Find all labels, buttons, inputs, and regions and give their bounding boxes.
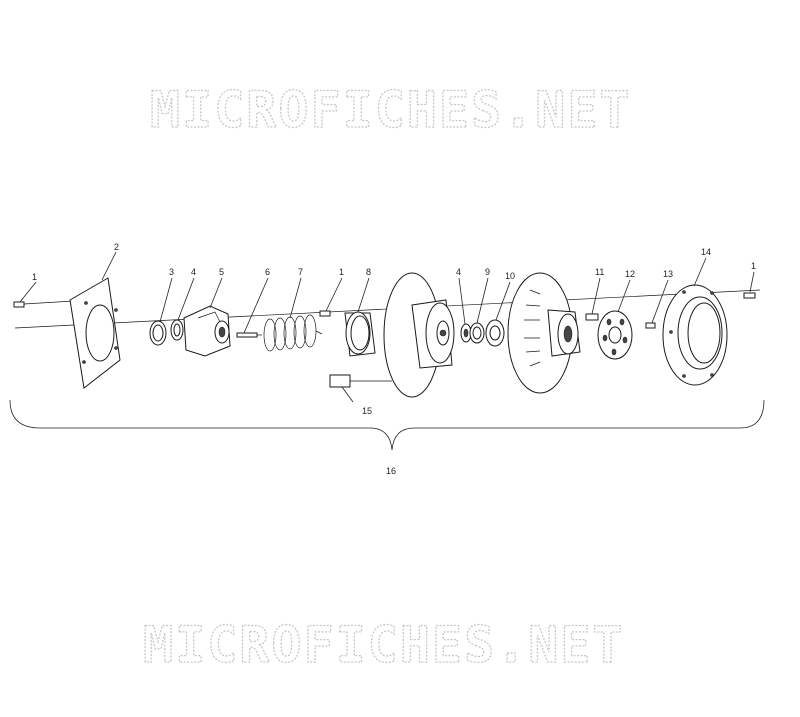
leader-12 [617, 279, 631, 313]
leader-4b [458, 277, 466, 325]
retaining-ring [149, 320, 167, 346]
leader-7 [289, 277, 302, 319]
washer-left [170, 319, 184, 341]
callout-3: 3 [169, 267, 174, 277]
cover-plate [69, 277, 121, 389]
callout-2: 2 [114, 242, 119, 252]
callout-4a: 4 [191, 267, 196, 277]
callout-16: 16 [386, 466, 396, 476]
callout-1a: 1 [32, 272, 37, 282]
callout-6: 6 [265, 267, 270, 277]
cover-plate-right [662, 284, 728, 386]
fixed-sheave [507, 272, 581, 394]
washer-right [460, 323, 472, 343]
leader-10 [495, 281, 511, 321]
callout-9: 9 [485, 267, 490, 277]
leader-9 [476, 277, 489, 324]
movable-sheave [383, 272, 455, 398]
screw-13 [645, 322, 656, 329]
assembly-brace [9, 399, 765, 451]
sleeve [329, 374, 392, 388]
bolt-right [743, 292, 756, 299]
callout-7: 7 [298, 267, 303, 277]
leader-14 [693, 257, 707, 287]
spring [263, 314, 323, 352]
callout-14: 14 [701, 247, 711, 257]
leader-15 [341, 386, 354, 403]
leader-4a [177, 277, 195, 321]
watermark-bottom: MICROFICHES.NET [143, 616, 625, 674]
spider [597, 310, 633, 360]
thrust-washer [485, 319, 505, 347]
helix-cam [183, 305, 231, 357]
leader-1c [749, 271, 755, 293]
callout-10: 10 [505, 271, 515, 281]
bearing [469, 322, 485, 344]
callout-11: 11 [595, 267, 604, 277]
callout-13: 13 [663, 269, 673, 279]
screw-11 [585, 313, 599, 321]
leader-2 [101, 251, 117, 281]
leader-6 [243, 277, 269, 334]
leader-3 [159, 277, 173, 323]
watermark-top: MICROFICHES.NET [150, 81, 632, 139]
callout-1c: 1 [751, 261, 756, 271]
callout-4b: 4 [456, 267, 461, 277]
callout-5: 5 [219, 267, 224, 277]
callout-15: 15 [362, 406, 372, 416]
leader-1a [19, 281, 37, 303]
bolt-middle [319, 310, 331, 317]
leader-8 [357, 277, 370, 313]
callout-12: 12 [625, 269, 635, 279]
leader-11 [591, 277, 601, 315]
callout-8: 8 [366, 267, 371, 277]
leader-1b [325, 277, 343, 312]
pin [236, 332, 262, 338]
callout-1b: 1 [339, 267, 344, 277]
leader-13 [651, 279, 669, 324]
leader-5 [209, 277, 223, 309]
bushing [344, 311, 376, 357]
